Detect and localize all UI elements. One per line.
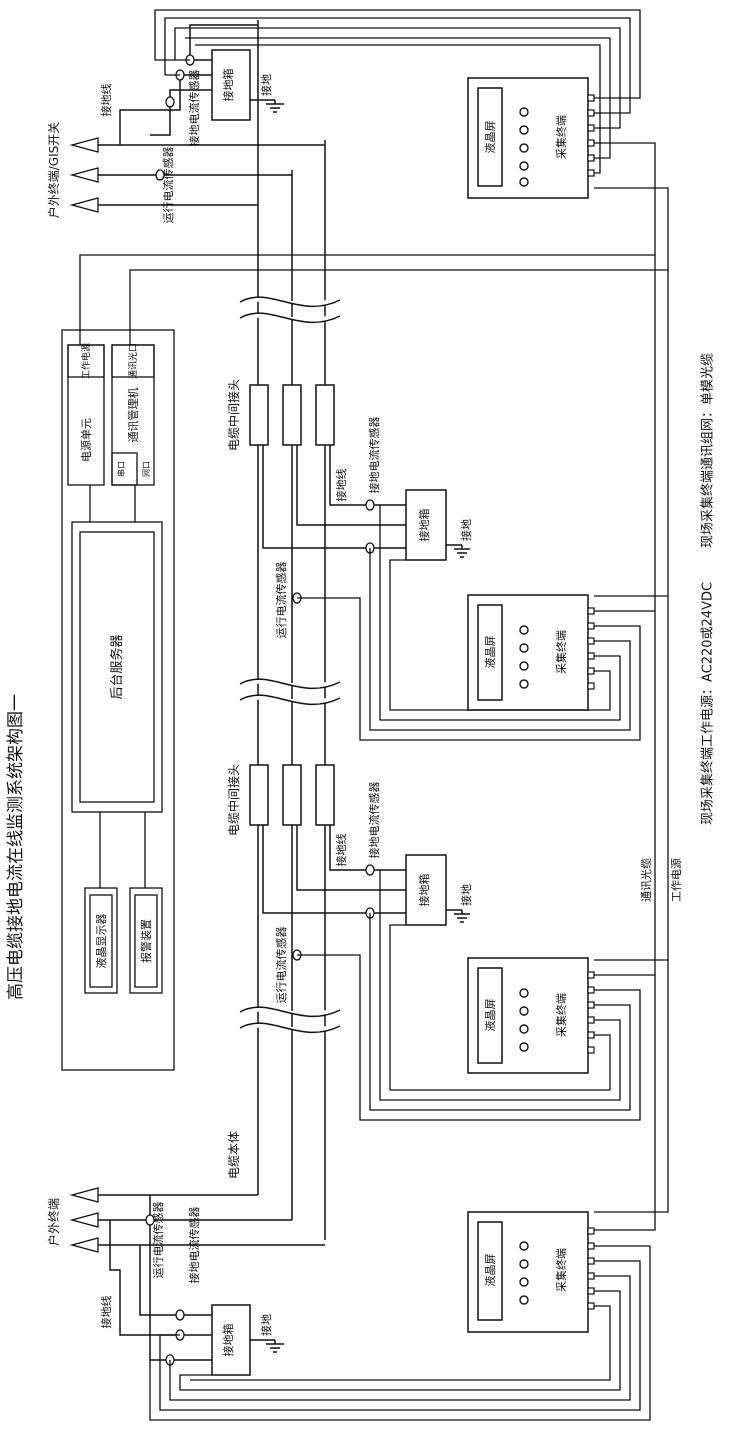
work-power-port-label: 工作电源 (80, 343, 92, 379)
cable-break-marks (239, 296, 341, 1034)
running-sensor-label-2: 运行电流传感器 (274, 562, 288, 639)
terminal-wiring (149, 9, 651, 1421)
terminal-3-name: 采集终端 (554, 993, 568, 1037)
terminal-2-screen: 液晶屏 (483, 636, 497, 669)
terminal-4-screen: 液晶屏 (483, 1254, 497, 1287)
outdoor-gis-label: 户外终端/GIS开关 (46, 122, 61, 219)
ground-box-label-2: 接地箱 (417, 509, 431, 542)
lcd-display-label: 液晶显示器 (94, 914, 108, 969)
acq-terminal-1 (467, 77, 589, 199)
ground-label-bottom: 接地 (260, 1314, 273, 1336)
alarm-device (129, 887, 163, 994)
acq-terminal-4 (467, 1211, 589, 1333)
cable-joint-group-2 (249, 764, 335, 826)
control-center (61, 329, 175, 1071)
ground-box-label-top: 接地箱 (221, 69, 235, 102)
optical-port-label: 通讯光口 (127, 343, 139, 379)
comm-manager-label: 通讯管理机 (126, 388, 140, 443)
terminal-indicators (519, 107, 529, 1305)
network-port-label: 网口 (142, 461, 151, 477)
running-sensor-label-bottom: 运行电流传感器 (151, 1202, 165, 1279)
ground-label-2: 接地 (460, 519, 473, 541)
ground-sensor-label-2: 接地电流传感器 (367, 417, 381, 494)
terminal-1-name: 采集终端 (554, 115, 568, 159)
lcd-display (84, 887, 118, 994)
power-unit-label: 电源单元 (79, 418, 93, 462)
network-note: 现场采集终端通讯组网：单模光缆 (700, 353, 716, 548)
comm-fiber-label: 通讯光缆 (639, 858, 653, 902)
running-sensor-label-top: 运行电流传感器 (161, 147, 175, 224)
acq-terminal-3 (467, 957, 589, 1074)
ground-label-top: 接地 (260, 74, 273, 96)
terminal-1-screen: 液晶屏 (483, 121, 497, 154)
cable-joint-label-1: 电缆中间接头 (226, 379, 241, 451)
terminal-4-name: 采集终端 (554, 1248, 568, 1292)
alarm-device-label: 报警装置 (139, 919, 153, 963)
ground-sensor-label-3: 接地电流传感器 (367, 782, 381, 859)
ground-box-label-3: 接地箱 (417, 874, 431, 907)
trunk-lines (79, 142, 669, 1231)
cable-body-label: 电缆本体 (227, 1131, 241, 1179)
outdoor-terminal-label: 户外终端 (46, 1198, 61, 1246)
running-sensor-label-3: 运行电流传感器 (274, 927, 288, 1004)
outdoor-terminal-arrows (69, 137, 99, 1253)
cable-joint-group-1 (249, 384, 335, 446)
power-note: 现场采集终端工作电源：AC220或24VDC (700, 582, 716, 825)
server-label: 后台服务器 (109, 634, 125, 699)
ground-wire-label-top: 接地线 (99, 84, 113, 117)
ground-wire-label-2: 接地线 (334, 469, 348, 502)
terminal-ports (587, 94, 595, 1310)
terminal-2-name: 采集终端 (554, 630, 568, 674)
diagram-title: 高压电缆接地电流在线监测系统架构图一 (6, 694, 26, 1000)
ground-sensor-label-bottom: 接地电流传感器 (187, 1207, 201, 1284)
cable-joint-label-2: 电缆中间接头 (226, 764, 241, 836)
ground-wire-label-3: 接地线 (334, 834, 348, 867)
terminal-3-screen: 液晶屏 (483, 999, 497, 1032)
backend-server (71, 521, 163, 813)
ground-wire-label-bottom: 接地线 (99, 1296, 113, 1329)
ground-label-3: 接地 (460, 884, 473, 906)
ground-sensor-label-top: 接地电流传感器 (187, 70, 201, 147)
ground-box-top (211, 49, 251, 121)
ground-box-label-bottom: 接地箱 (221, 1324, 235, 1357)
work-power-label: 工作电源 (669, 858, 683, 902)
current-sensors (145, 54, 375, 1366)
serial-port-label: 串口 (117, 461, 126, 477)
